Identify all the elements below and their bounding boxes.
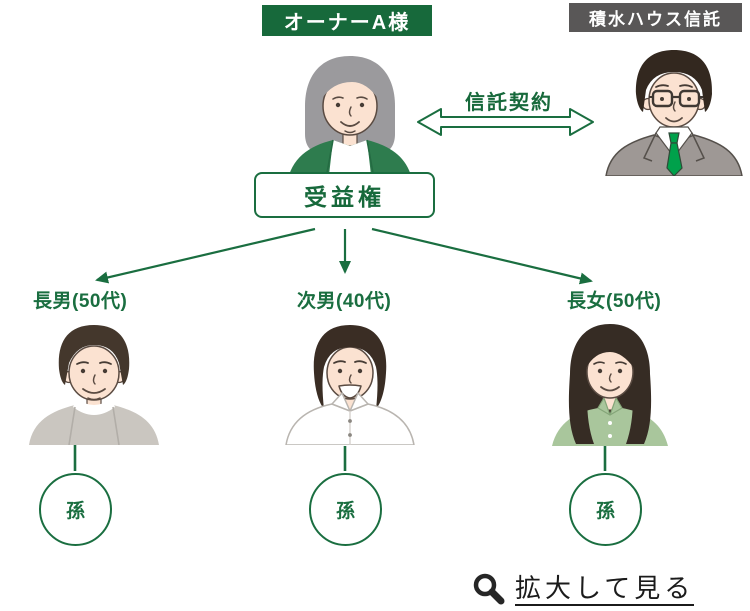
enlarge-view-label: 拡大して見る <box>515 574 695 607</box>
enlarge-view-link[interactable]: 拡大して見る <box>472 573 695 607</box>
owner-label: オーナーA様 <box>262 5 432 36</box>
second-son-illustration <box>285 325 415 445</box>
grandchild-label: 孫 <box>595 501 615 522</box>
trust-contract-label: 信託契約 <box>465 92 553 114</box>
grandchild-circle: 孫 <box>569 473 642 546</box>
grandchild-label: 孫 <box>65 501 85 522</box>
eldest-daughter-label: 長女(50代) <box>567 291 662 312</box>
eldest-son-label: 長男(50代) <box>33 291 128 312</box>
magnifier-icon <box>473 573 505 605</box>
second-son-label: 次男(40代) <box>297 291 392 312</box>
grandchild-circle: 孫 <box>309 473 382 546</box>
trust-officer-illustration <box>605 50 743 176</box>
eldest-daughter-illustration <box>552 324 668 446</box>
grandchild-label: 孫 <box>335 501 355 522</box>
trust-company-label: 積水ハウス信託 <box>569 3 742 32</box>
beneficiary-right-box: 受益権 <box>254 172 435 218</box>
grandchild-circle: 孫 <box>39 473 112 546</box>
eldest-son-illustration <box>29 325 159 445</box>
owner-illustration <box>287 56 413 184</box>
